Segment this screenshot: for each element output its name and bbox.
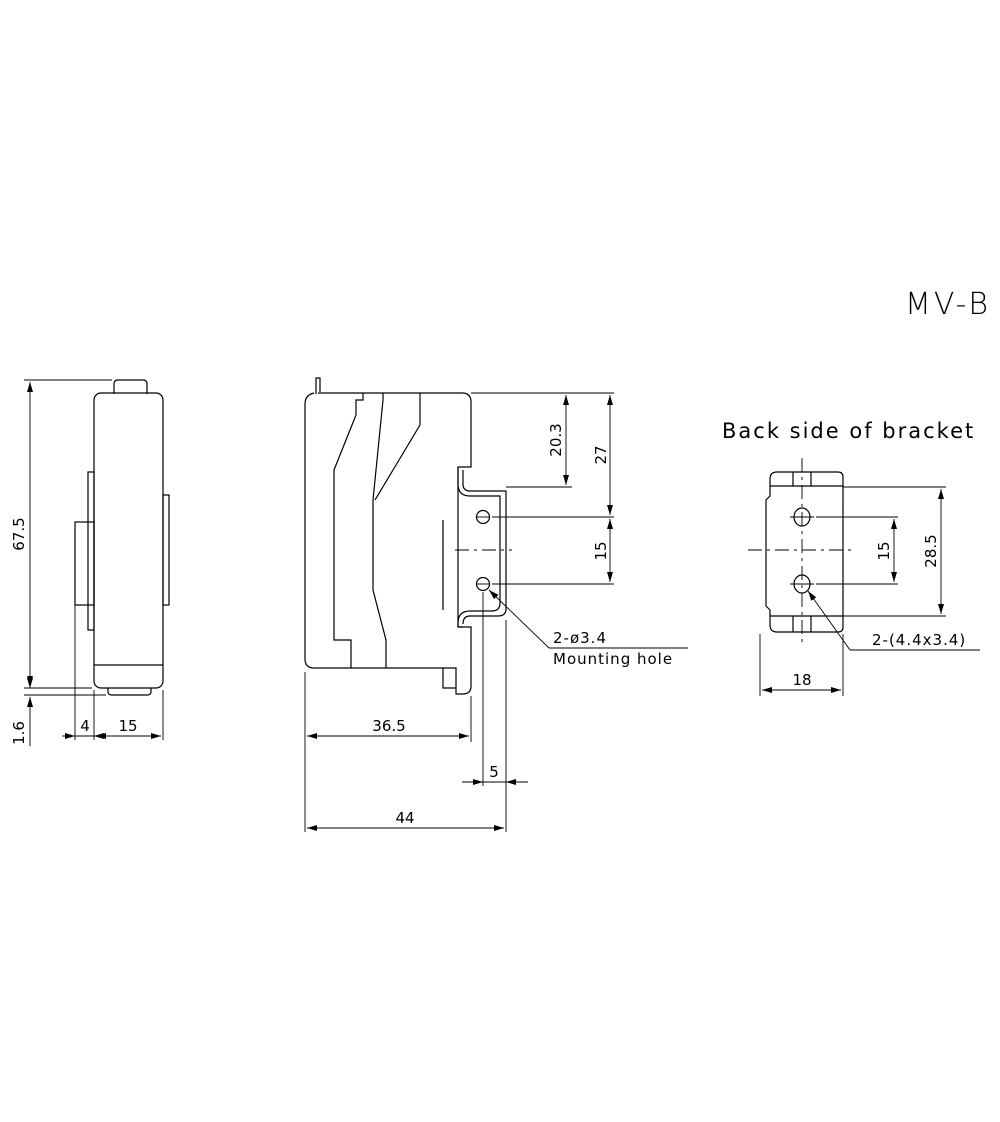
side-view-top-tab [113, 379, 148, 394]
side-view: 67.5 1.6 4 15 [10, 379, 170, 746]
dim-bracket-width: 18 [792, 671, 811, 689]
dim-front-top-to-slot: 20.3 [547, 423, 565, 456]
bracket-back-slot-callout: 2-(4.4x3.4) [872, 631, 966, 649]
dim-side-thickness: 4 [80, 717, 90, 735]
front-view-hole-callout: 2-ø3.4 [553, 629, 607, 647]
dim-front-top-to-hole: 27 [592, 445, 610, 464]
front-view-hole-note: Mounting hole [553, 650, 673, 668]
front-view-inner-step [333, 393, 364, 668]
dim-bracket-hole-pitch: 15 [875, 541, 893, 560]
side-view-rear-block [74, 521, 95, 606]
dim-side-width: 15 [118, 717, 137, 735]
dim-front-body-depth: 36.5 [372, 717, 405, 735]
drawing-title: MV-B [905, 287, 991, 322]
front-view-bracket [457, 467, 501, 627]
dim-front-overall: 44 [395, 809, 414, 827]
bracket-back-heading: Back side of bracket [722, 419, 975, 443]
dim-front-hole-pitch: 15 [592, 541, 610, 560]
front-view: 20.3 27 15 36.5 5 44 2-ø3.4 Mounting hol… [304, 377, 688, 832]
dim-bracket-height: 28.5 [922, 534, 940, 567]
bracket-back-outline [765, 471, 844, 633]
front-view-body-outline [304, 392, 472, 695]
side-view-front-plate [162, 494, 170, 606]
side-view-bottom-tab [107, 688, 152, 696]
side-view-rear-rail [87, 471, 95, 631]
side-view-body [93, 392, 164, 689]
front-view-antenna [315, 377, 321, 394]
dim-front-bracket: 5 [489, 763, 499, 781]
bracket-back-view: Back side of bracket 15 28.5 18 [722, 419, 980, 696]
dim-side-offset: 1.6 [10, 721, 28, 745]
front-view-inner-channel [372, 393, 387, 668]
dim-side-height: 67.5 [10, 517, 28, 550]
